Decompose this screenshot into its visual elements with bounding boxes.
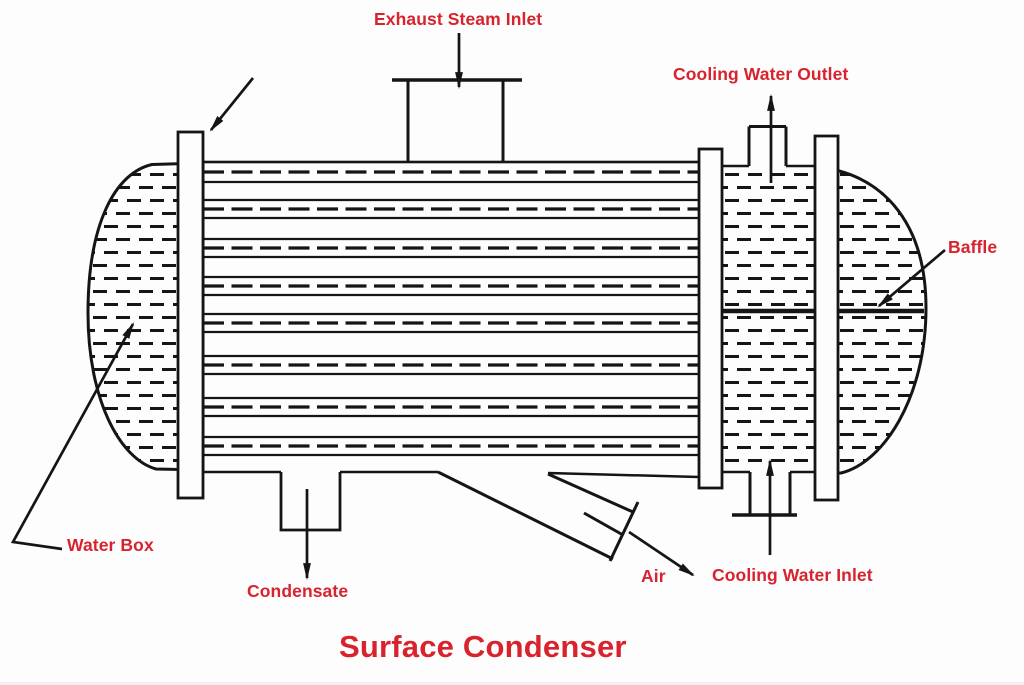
rear-water-box-inner [722,164,815,474]
tube [203,312,699,334]
tube [203,160,699,184]
condensate-outlet-nozzle [279,472,342,532]
rear-end-plate [813,134,840,502]
label-cooling-water-outlet: Cooling Water Outlet [673,64,849,84]
tube-plate-pointer-arrow [209,77,255,132]
annotation-arrows [10,33,946,581]
rear-water-box-dome [814,165,928,475]
front-water-box-dome [86,161,205,472]
tube [203,237,699,259]
tube [203,198,699,220]
exhaust-steam-nozzle [392,78,522,161]
label-condensate: Condensate [247,581,349,601]
tube [203,354,699,376]
label-exhaust-steam-inlet: Exhaust Steam Inlet [374,9,543,29]
label-cooling-water-inlet: Cooling Water Inlet [712,565,873,585]
air-arrow [628,530,695,577]
image-bottom-edge [0,682,1024,685]
label-water-box: Water Box [67,535,154,555]
cooling-water-outlet-nozzle [747,125,788,166]
tube-plate-front [176,130,205,500]
air-offtake-pipe [437,470,640,562]
label-baffle: Baffle [948,237,998,257]
tube [203,396,699,418]
page-title: Surface Condenser [339,629,627,664]
label-air: Air [641,566,666,586]
tube-bundle [203,160,699,457]
cooling-water-inlet-nozzle [732,472,797,517]
tube-plate-rear [697,147,724,490]
water-box-leader-arrow [10,322,135,551]
tube [203,275,699,297]
baffle-leader-arrow [877,248,946,308]
tube [203,435,699,457]
